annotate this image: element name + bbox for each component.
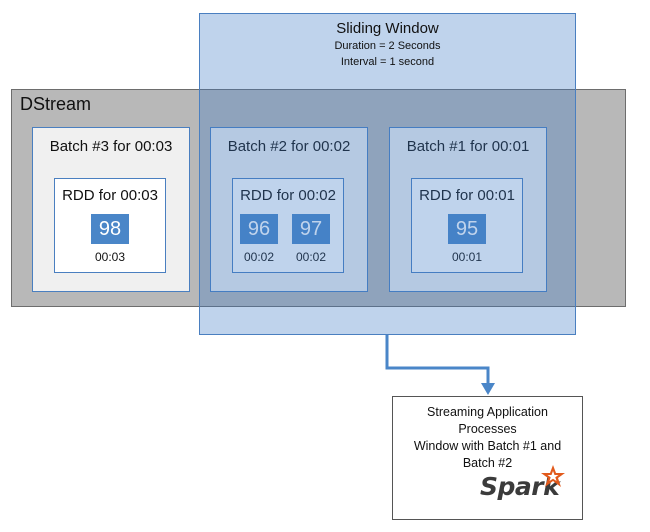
output-line-2: Processes (458, 422, 517, 436)
rdd-item-value: 98 (91, 214, 129, 244)
batch-3-title: Batch #3 for 00:03 (49, 138, 173, 155)
rdd-2-title: RDD for 00:02 (240, 187, 336, 204)
rdd-item-time: 00:01 (451, 250, 483, 264)
rdd-1-box: RDD for 00:01 95 00:01 (411, 178, 523, 273)
rdd-item: 98 00:03 (91, 214, 129, 264)
output-line-1: Streaming Application (427, 405, 548, 419)
sliding-window-interval: Interval = 1 second (340, 56, 435, 68)
output-line-3: Window with Batch #1 and (413, 439, 562, 453)
batch-1-box: Batch #1 for 00:01 RDD for 00:01 95 00:0… (389, 127, 547, 292)
rdd-2-box: RDD for 00:02 96 00:02 97 00:02 (232, 178, 344, 273)
batch-2-box: Batch #2 for 00:02 RDD for 00:02 96 00:0… (210, 127, 368, 292)
rdd-item-value: 96 (240, 214, 278, 244)
rdd-item-value: 95 (448, 214, 486, 244)
batch-3-box: Batch #3 for 00:03 RDD for 00:03 98 00:0… (32, 127, 190, 292)
batch-2-title: Batch #2 for 00:02 (227, 138, 351, 155)
rdd-3-title: RDD for 00:03 (62, 187, 158, 204)
rdd-item-time: 00:02 (243, 250, 275, 264)
output-text: Streaming Application Processes Window w… (393, 404, 582, 472)
rdd-item-time: 00:02 (295, 250, 327, 264)
rdd-item-time: 00:03 (94, 250, 126, 264)
output-box: Streaming Application Processes Window w… (392, 396, 583, 520)
dstream-title: DStream (20, 94, 92, 114)
spark-logo: Spark (480, 462, 570, 512)
rdd-item: 97 00:02 (292, 214, 330, 264)
rdd-3-box: RDD for 00:03 98 00:03 (54, 178, 166, 273)
rdd-1-title: RDD for 00:01 (419, 187, 515, 204)
sliding-window-title: Sliding Window (336, 20, 439, 37)
sliding-window-duration: Duration = 2 Seconds (334, 40, 441, 52)
output-line-4: Batch #2 (462, 456, 513, 470)
batch-1-title: Batch #1 for 00:01 (406, 138, 530, 155)
rdd-item-value: 97 (292, 214, 330, 244)
rdd-item: 95 00:01 (448, 214, 486, 264)
rdd-item: 96 00:02 (240, 214, 278, 264)
spark-star-icon (541, 465, 565, 487)
